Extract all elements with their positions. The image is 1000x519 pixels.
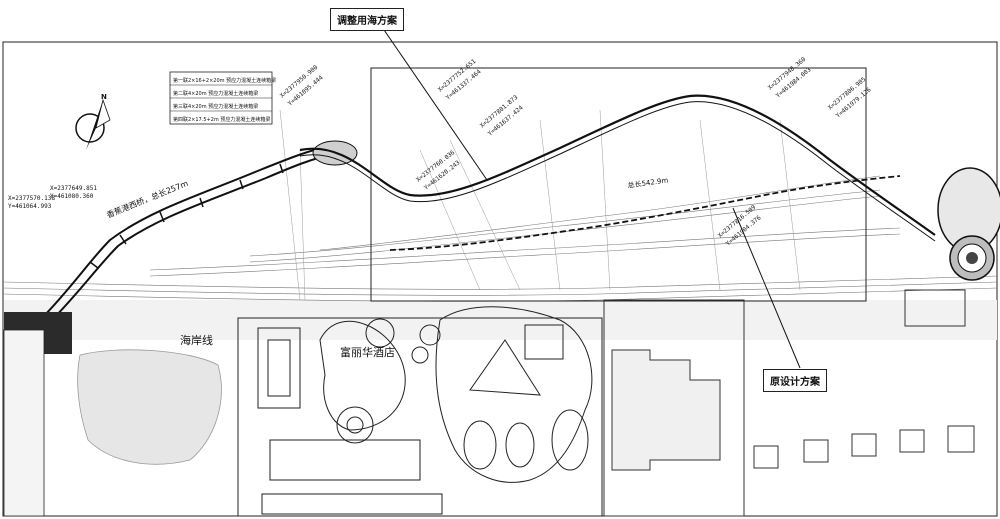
legend-item-2: 第二联4×20m 预应力混凝土连续箱梁: [173, 90, 258, 97]
adjusted-plan-frame: [370, 67, 867, 302]
hatch-lines: [279, 109, 801, 301]
coord-1-y: Y=461064.993: [8, 203, 52, 210]
east-roundabout: [937, 167, 1000, 281]
legend-item-4: 第四联2×17.5+2m 预应力混凝土连续箱梁: [173, 116, 270, 123]
west-bridge: [39, 145, 335, 323]
sand-strip: [4, 300, 997, 340]
original-plan-callout: 原设计方案: [763, 369, 827, 392]
shoreline-label: 海岸线: [180, 333, 213, 347]
compass-label: N: [101, 93, 107, 101]
coord-1-x: X=2377570.138: [8, 195, 55, 202]
west-structure: [3, 329, 45, 517]
adjusted-leader-line: [379, 23, 488, 181]
adjusted-plan-callout: 调整用海方案: [330, 8, 404, 31]
adjusted-alignment: [299, 94, 936, 236]
coord-2-x: X=2377649.851: [50, 185, 97, 192]
east-buildings: [603, 289, 975, 517]
hotel-label: 富丽华酒店: [340, 345, 395, 359]
coord-2-y: Y=461080.360: [50, 193, 94, 200]
north-arrow-icon: N: [75, 93, 111, 150]
legend-box: 第一联2×16+2×20m 预应力混凝土连续箱梁 第二联4×20m 预应力混凝土…: [169, 71, 276, 125]
original-alignment: [389, 175, 901, 251]
land-parcel-west: [77, 349, 222, 465]
legend-item-3: 第三联4×20m 预应力混凝土连续箱梁: [173, 103, 258, 110]
legend-item-1: 第一联2×16+2×20m 预应力混凝土连续箱梁: [173, 77, 276, 84]
original-leader-line: [732, 207, 801, 369]
adjusted-alignment-inner: [299, 101, 936, 242]
hotel-compound: [237, 306, 603, 517]
